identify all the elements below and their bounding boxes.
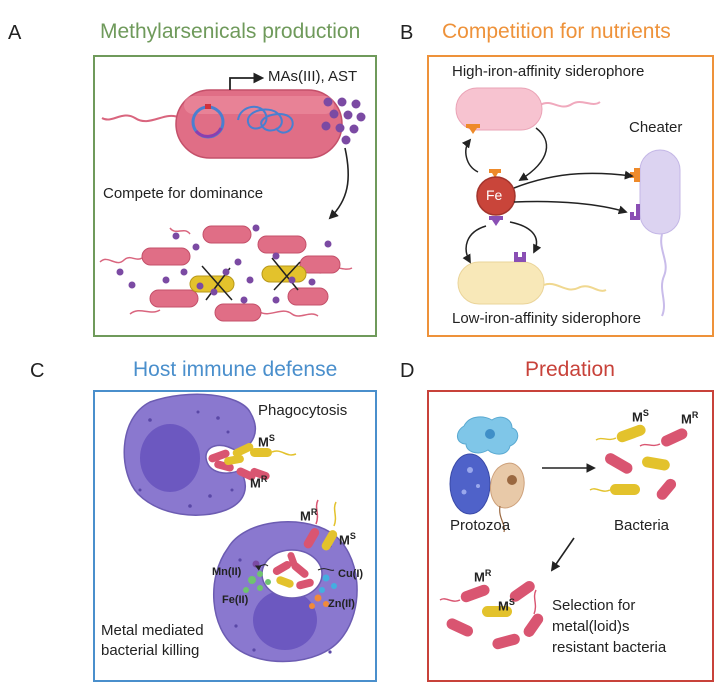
ion-zn-label: Zn(II) <box>328 598 355 610</box>
ciliate-icon <box>449 453 491 515</box>
iron-icon <box>476 176 516 216</box>
m-text: M <box>250 475 261 491</box>
m-text: M <box>498 598 509 614</box>
selection-label-line2: metal(loid)s <box>552 618 630 635</box>
panel-c-letter: C <box>30 360 45 382</box>
low-affinity-siderophore <box>514 252 526 262</box>
sup-s: S <box>508 597 515 607</box>
panel-d-letter: D <box>400 360 415 382</box>
cheater-low-receptor <box>630 204 640 220</box>
phagocytosis-label: Phagocytosis <box>258 402 348 419</box>
panel-a-title: Methylarsenicals production <box>100 20 361 43</box>
arsenical-product-label: MAs(III), AST <box>268 68 358 85</box>
sup-s: S <box>642 408 649 418</box>
mr-label-d2: MR <box>474 568 491 584</box>
mr-label-d1: MR <box>681 410 698 426</box>
ms-label-d2: MS <box>498 597 515 613</box>
dominance-arrow <box>328 147 350 220</box>
cheater-high-receptor <box>630 168 640 182</box>
panel-c-artwork <box>123 393 358 663</box>
flagellum <box>101 114 181 123</box>
ion-mn-label: Mn(II) <box>212 566 242 578</box>
panel-b-frame <box>427 55 714 337</box>
m-text: M <box>474 569 485 585</box>
community-arsenical-dots <box>116 224 332 304</box>
panel-b-title: Competition for nutrients <box>442 20 671 43</box>
cheater-label: Cheater <box>629 119 683 136</box>
chromosome-icon <box>237 105 294 134</box>
mr-label-c1: MR <box>250 474 267 490</box>
high-affinity-siderophore <box>466 124 480 134</box>
panel-c-frame <box>93 390 377 682</box>
bacteria-cluster <box>589 424 688 500</box>
panel-d-frame <box>427 390 714 682</box>
panel-d-title: Predation <box>525 358 615 381</box>
killing-label-line2: bacterial killing <box>101 642 200 659</box>
ms-label-c1: MS <box>258 433 275 449</box>
ms-label-d1: MS <box>632 408 649 424</box>
ion-fe-label: Fe(II) <box>222 594 249 606</box>
panel-a-letter: A <box>8 22 22 44</box>
ion-cu-label: Cu(I) <box>338 568 364 580</box>
sup-s: S <box>268 433 275 443</box>
plasmid-icon <box>191 104 225 139</box>
high-affinity-label: High-iron-affinity siderophore <box>452 63 645 80</box>
cheater-bacterium <box>639 149 681 235</box>
sup-r: R <box>260 474 268 484</box>
resistant-bacteria <box>439 581 544 650</box>
flagellate-icon <box>490 462 525 509</box>
low-affinity-bacterium <box>457 261 545 305</box>
panel-d-artwork <box>439 416 688 650</box>
sup-s: S <box>349 531 356 541</box>
export-arrow <box>229 72 265 90</box>
fe-label: Fe <box>486 187 503 203</box>
panel-a-frame <box>93 55 377 337</box>
selection-label-line1: Selection for <box>552 597 636 614</box>
compete-label: Compete for dominance <box>103 185 264 202</box>
panel-c-title: Host immune defense <box>133 358 338 381</box>
m-text: M <box>300 508 311 524</box>
macrophage-nucleus <box>140 424 200 492</box>
low-affinity-label: Low-iron-affinity siderophore <box>452 310 641 327</box>
protozoa-label: Protozoa <box>450 517 511 534</box>
high-affinity-bacterium <box>455 87 543 131</box>
panel-b-letter: B <box>400 22 414 44</box>
panel-a-artwork <box>99 72 366 322</box>
m-text: M <box>258 434 269 450</box>
sup-r: R <box>310 507 318 517</box>
m-text: M <box>681 411 692 427</box>
m-text: M <box>632 409 643 425</box>
sup-r: R <box>691 410 699 420</box>
killing-label-line1: Metal mediated <box>101 622 204 639</box>
mr-label-c2: MR <box>300 507 317 523</box>
sup-r: R <box>484 568 492 578</box>
selection-label-line3: resistant bacteria <box>552 639 667 656</box>
bacteria-label: Bacteria <box>614 517 670 534</box>
panel-b-artwork <box>455 87 681 317</box>
methylarsenical-dots <box>321 97 366 145</box>
ms-label-c2: MS <box>339 531 356 547</box>
m-text: M <box>339 532 350 548</box>
